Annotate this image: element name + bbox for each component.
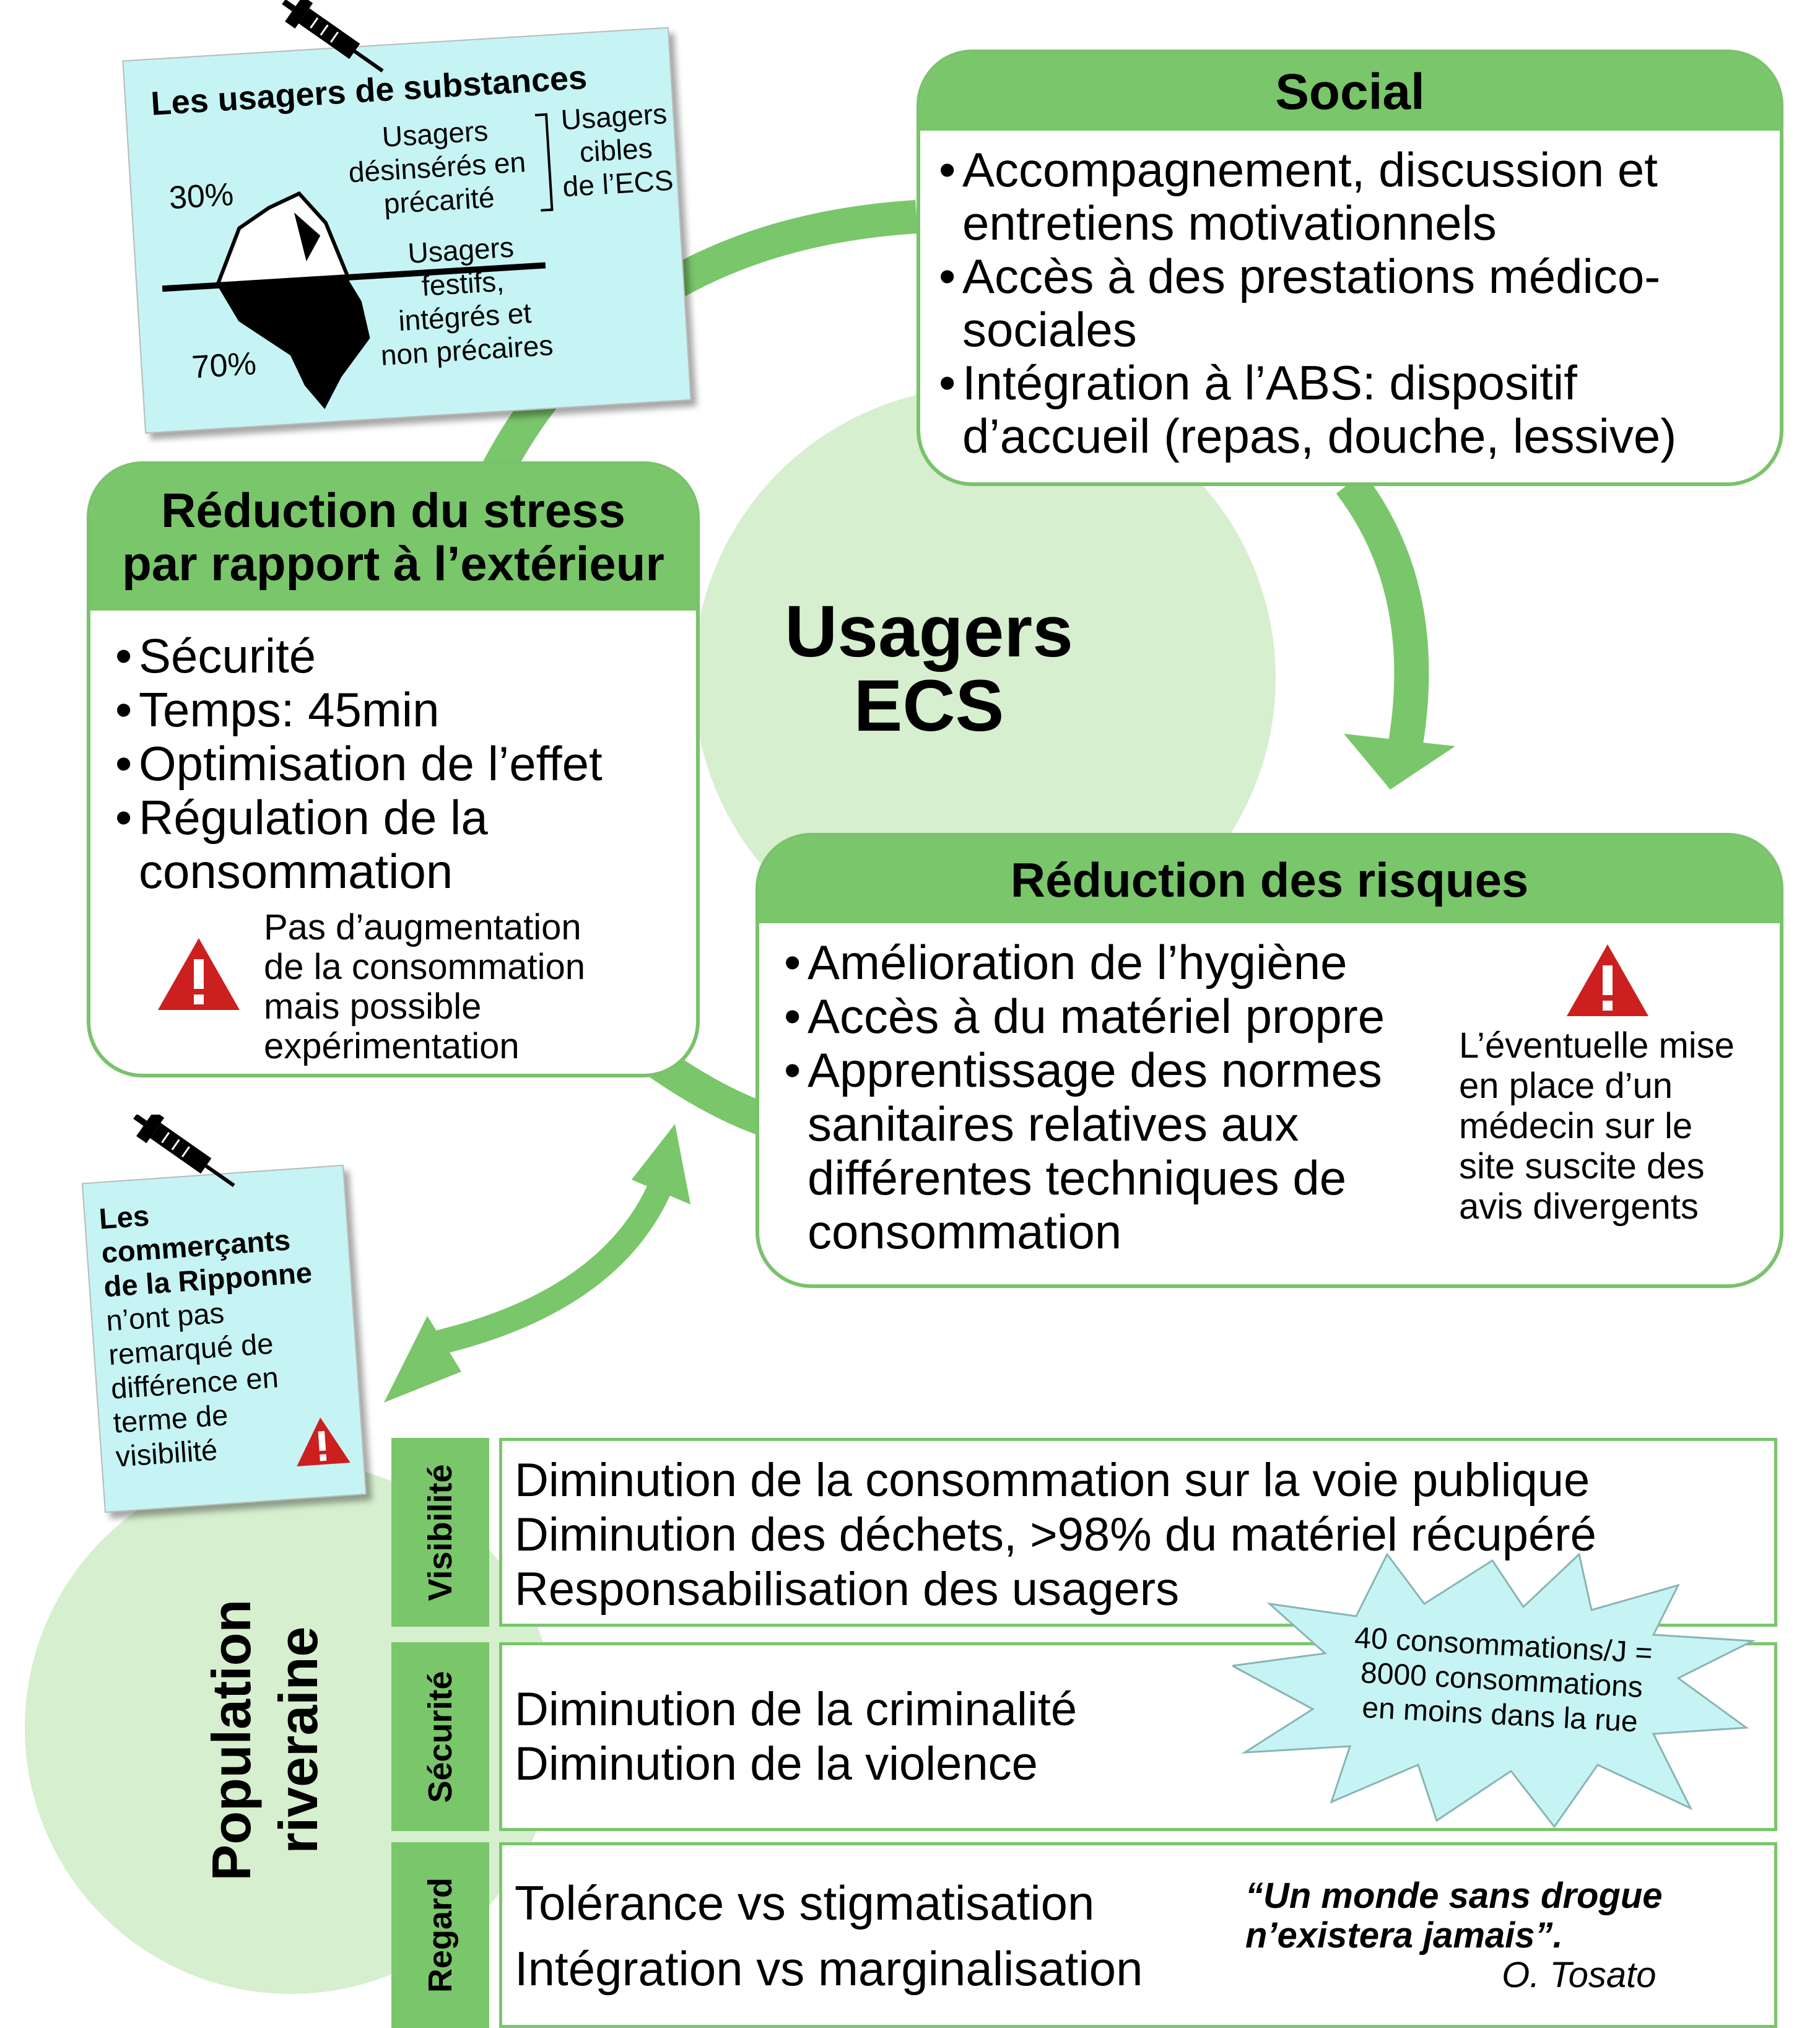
social-box: Social Accompagnement, discussion et ent… [917, 50, 1783, 486]
warning-icon [297, 1417, 351, 1467]
iceberg-target-line: de l’ECS [562, 163, 674, 203]
population-line1: Population [201, 1599, 262, 1881]
population-line2: riveraine [268, 1626, 329, 1854]
tab-visibilite: Visibilité [391, 1438, 489, 1627]
tab-securite: Sécurité [391, 1642, 489, 1831]
commercants-text: n’ont pas remarqué de différence en term… [105, 1292, 284, 1473]
risques-warning-line: médecin sur le [1459, 1106, 1693, 1146]
risques-box: Réduction des risques Amélioration de l’… [755, 833, 1783, 1288]
social-list: Accompagnement, discussion et entretiens… [939, 143, 1755, 463]
social-title: Social [920, 53, 1780, 131]
tab-regard: Regard [391, 1842, 489, 2028]
quote-line2: n’existera jamais”. [1245, 1915, 1563, 1956]
quote-line1: “Un monde sans drogue [1245, 1876, 1663, 1916]
risques-title: Réduction des risques [759, 837, 1780, 923]
iceberg-target-text: Usagers cibles de l’ECS [551, 96, 681, 204]
stress-list: Sécurité Temps: 45min Optimisation de l’… [115, 629, 677, 899]
regard-line: Intégration vs marginalisation [515, 1941, 1143, 1996]
securite-lines: Diminution de la criminalité Diminution … [515, 1682, 1077, 1791]
starburst-shape [1232, 1552, 1756, 1829]
visibilite-line: Responsabilisation des usagers [515, 1563, 1180, 1616]
stress-warning-line: mais possible [264, 986, 482, 1027]
stress-item: Optimisation de l’effet [115, 737, 677, 791]
risques-warning-line: L’éventuelle mise [1459, 1025, 1735, 1066]
stress-box: Réduction du stress par rapport à l’exté… [87, 461, 700, 1077]
tab-visibilite-label: Visibilité [422, 1463, 459, 1601]
commercants-bold: Les commerçants de la Ripponne [98, 1187, 313, 1303]
population-label: Population riveraine [198, 1505, 347, 1975]
tab-regard-label: Regard [422, 1877, 459, 1993]
securite-line: Diminution de la criminalité [515, 1683, 1078, 1736]
center-label: Usagers ECS [762, 594, 1096, 743]
regard-line: Tolérance vs stigmatisation [515, 1876, 1095, 1930]
double-arrow-head-bottom [384, 1316, 461, 1403]
syringe-icon [282, 0, 384, 72]
syringe-icon [133, 1115, 235, 1187]
center-circle [694, 387, 1276, 969]
commercants-note: Les commerçants de la Ripponne n’ont pas… [81, 1164, 367, 1513]
quote-author: O. Tosato [1502, 1955, 1657, 1995]
risques-warning-line: site suscite des [1459, 1146, 1705, 1186]
regard-row: Tolérance vs stigmatisation Intégration … [499, 1842, 1777, 2028]
social-item: Accès à des prestations médico-sociales [939, 250, 1755, 356]
arrow-social-to-risques [1336, 472, 1429, 746]
iceberg-top-text: Usagers désinsérés en précarité [332, 111, 542, 224]
risques-list: Amélioration de l’hygiène Accès à du mat… [784, 936, 1440, 1259]
stress-item: Sécurité [115, 629, 677, 684]
center-label-line2: ECS [853, 665, 1004, 747]
social-item: Intégration à l’ABS: dispositif d’accuei… [939, 356, 1755, 463]
stress-warning-line: de la consommation [264, 947, 586, 987]
tab-securite-label: Sécurité [422, 1670, 459, 1803]
stress-warning-text: Pas d’augmentation de la consommation ma… [264, 908, 585, 1066]
visibilite-lines: Diminution de la consommation sur la voi… [515, 1453, 1596, 1617]
risques-item: Amélioration de l’hygiène [784, 936, 1440, 990]
stress-title-line1: Réduction du stress [161, 483, 625, 537]
regard-lines: Tolérance vs stigmatisation Intégration … [515, 1870, 1143, 2001]
social-item: Accompagnement, discussion et entretiens… [939, 143, 1755, 250]
risques-warning-line: en place d’un [1459, 1066, 1673, 1106]
double-arrow-center-population [430, 1169, 677, 1356]
risques-item: Accès à du matériel propre [784, 990, 1440, 1044]
stress-warning-line: Pas d’augmentation [264, 907, 581, 947]
quote: “Un monde sans drogue n’existera jamais”… [1245, 1876, 1663, 1995]
iceberg-pct-bottom: 70% [191, 346, 258, 386]
iceberg-pct-top: 30% [168, 176, 235, 217]
visibilite-line: Diminution des déchets, >98% du matériel… [515, 1508, 1596, 1561]
securite-line: Diminution de la violence [515, 1738, 1038, 1790]
stress-title-line2: par rapport à l’extérieur [122, 536, 664, 591]
stress-item: Régulation de la consommation [115, 791, 677, 899]
iceberg-bottom-text: Usagers festifs, intégrés et non précair… [358, 227, 570, 373]
double-arrow-head-top [632, 1124, 690, 1204]
risques-item: Apprentissage des normes sanitaires rela… [784, 1043, 1440, 1259]
iceberg-note: Les usagers de substances 30% 70% Usager… [122, 27, 692, 434]
stress-title: Réduction du stress par rapport à l’exté… [90, 465, 696, 611]
stress-warning-line: expérimentation [264, 1026, 520, 1066]
starburst-text: 40 consommations/J = 8000 consommations … [1326, 1619, 1678, 1741]
warning-icon [158, 938, 240, 1010]
center-label-line1: Usagers [785, 591, 1073, 672]
stress-item: Temps: 45min [115, 683, 677, 738]
risques-warning-text: L’éventuelle mise en place d’un médecin … [1459, 1025, 1735, 1227]
arrow-social-to-risques-head [1344, 734, 1455, 790]
risques-warning-line: avis divergents [1459, 1186, 1699, 1227]
visibilite-line: Diminution de la consommation sur la voi… [515, 1454, 1590, 1507]
warning-icon [1567, 944, 1648, 1016]
visibilite-row: Diminution de la consommation sur la voi… [499, 1438, 1777, 1627]
iceberg-drawing [162, 191, 546, 409]
